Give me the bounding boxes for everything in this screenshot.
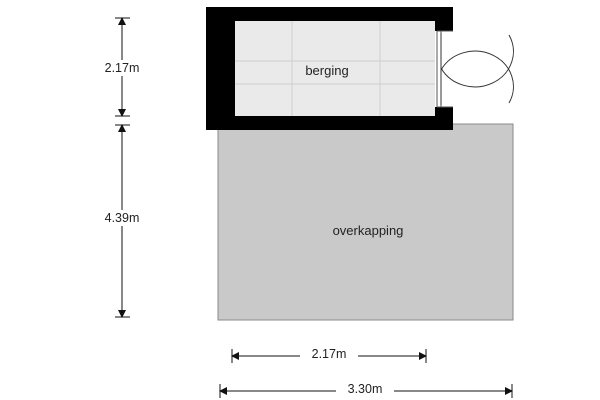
overkapping-label: overkapping (333, 223, 404, 238)
floor-tile-grid (235, 21, 435, 116)
overkapping-area: overkapping (217, 123, 514, 321)
berging-floor (235, 21, 435, 116)
double-door-swing (440, 33, 514, 105)
door-opening (435, 31, 453, 107)
dimension-horizontal-outer-value: 3.30m (348, 382, 383, 396)
dimension-horizontal-inner: 2.17m (231, 346, 427, 363)
dimension-vertical-top-value: 2.17m (105, 61, 140, 75)
dimension-horizontal-inner-value: 2.17m (312, 347, 347, 361)
berging-room: berging (206, 7, 514, 130)
dimension-horizontal-outer: 3.30m (219, 381, 513, 398)
berging-label: berging (305, 63, 348, 78)
dimension-vertical-bottom: 4.39m (96, 124, 148, 318)
dimension-vertical-top: 2.17m (96, 17, 148, 117)
dimension-vertical-bottom-value: 4.39m (105, 211, 140, 225)
